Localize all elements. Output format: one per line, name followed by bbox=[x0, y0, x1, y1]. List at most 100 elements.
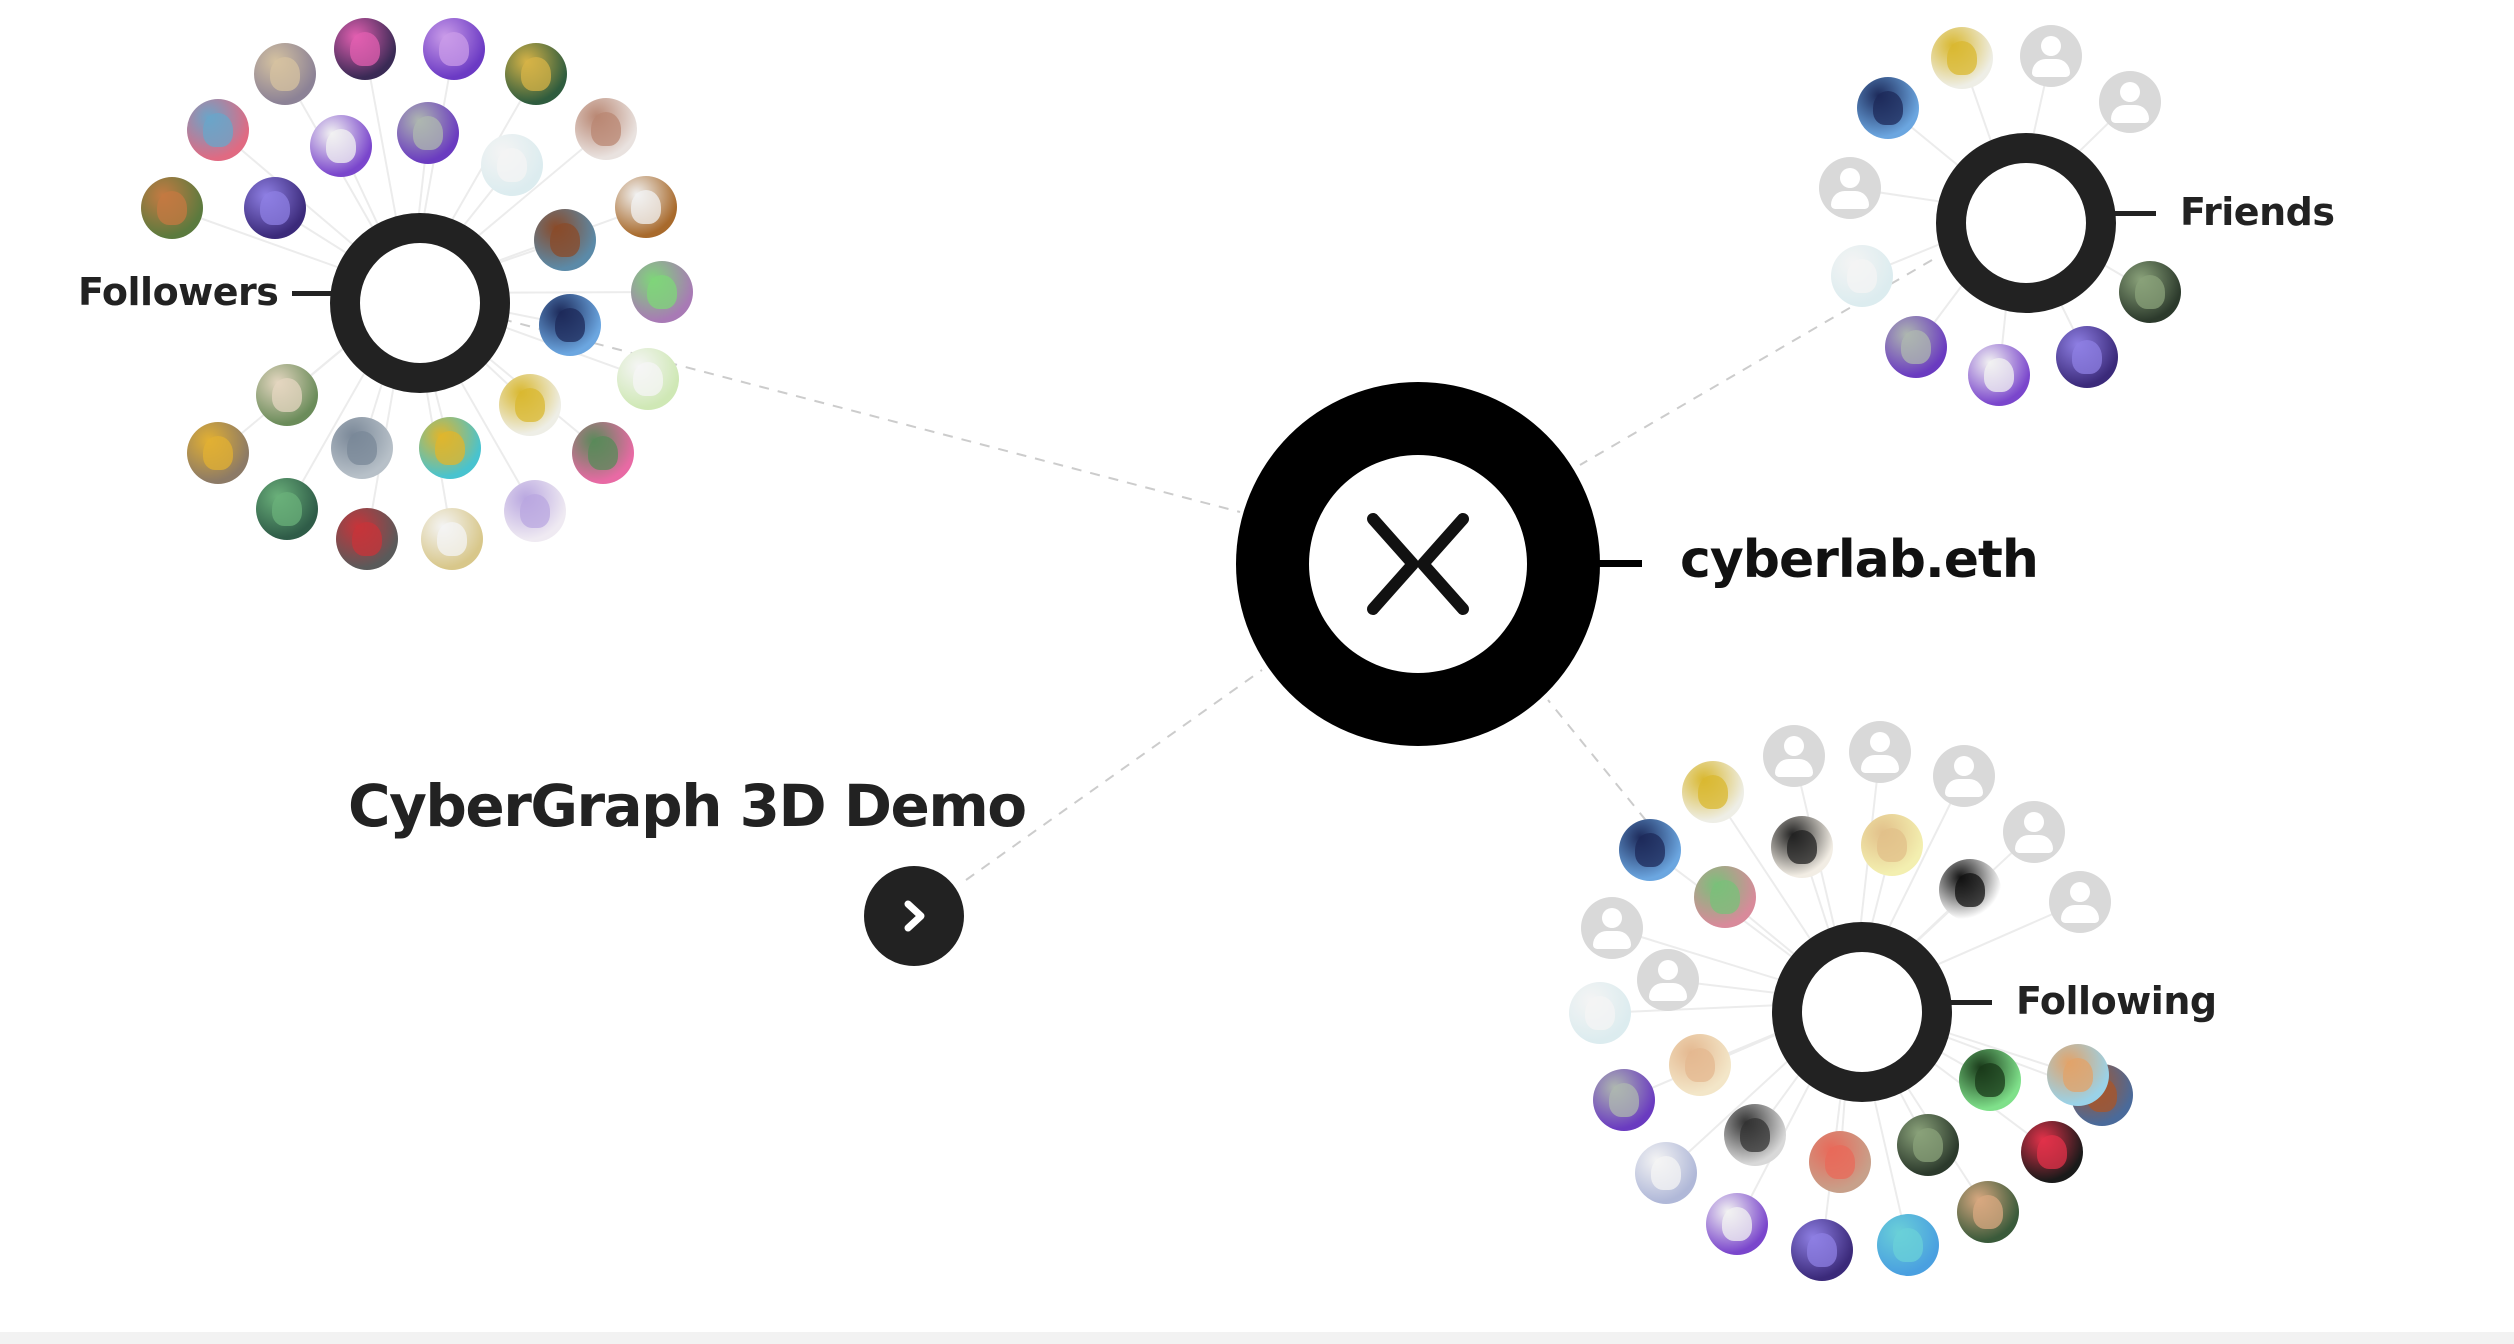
avatar[interactable] bbox=[1694, 866, 1756, 928]
default-avatar-icon[interactable] bbox=[2003, 801, 2065, 863]
followers-hub[interactable] bbox=[330, 213, 510, 393]
avatar-figure bbox=[1893, 1228, 1923, 1262]
avatar[interactable] bbox=[504, 480, 566, 542]
avatar[interactable] bbox=[539, 294, 601, 356]
avatar[interactable] bbox=[1771, 816, 1833, 878]
default-avatar-icon[interactable] bbox=[1849, 721, 1911, 783]
avatar[interactable] bbox=[615, 176, 677, 238]
default-avatar-icon[interactable] bbox=[1763, 725, 1825, 787]
avatar[interactable] bbox=[617, 348, 679, 410]
avatar[interactable] bbox=[505, 43, 567, 105]
chevron-right-icon bbox=[904, 900, 925, 932]
default-avatar-icon[interactable] bbox=[1581, 897, 1643, 959]
avatar[interactable] bbox=[572, 422, 634, 484]
avatar[interactable] bbox=[336, 508, 398, 570]
avatar[interactable] bbox=[499, 374, 561, 436]
avatar-figure bbox=[1984, 358, 2014, 392]
avatar-figure bbox=[1698, 775, 1728, 809]
avatar[interactable] bbox=[2047, 1044, 2109, 1106]
open-demo-button[interactable] bbox=[864, 866, 964, 966]
avatar[interactable] bbox=[534, 209, 596, 271]
avatar[interactable] bbox=[187, 99, 249, 161]
avatar[interactable] bbox=[1706, 1193, 1768, 1255]
avatar-figure bbox=[1947, 41, 1977, 75]
avatar-figure bbox=[1807, 1233, 1837, 1267]
followers-hub-tick bbox=[292, 291, 332, 296]
avatar[interactable] bbox=[1635, 1142, 1697, 1204]
avatar[interactable] bbox=[419, 417, 481, 479]
default-avatar-icon[interactable] bbox=[1819, 157, 1881, 219]
avatar[interactable] bbox=[397, 102, 459, 164]
avatar[interactable] bbox=[1959, 1049, 2021, 1111]
default-avatar-icon[interactable] bbox=[1933, 745, 1995, 807]
avatar-figure bbox=[2063, 1058, 2093, 1092]
avatar[interactable] bbox=[1931, 27, 1993, 89]
avatar[interactable] bbox=[631, 261, 693, 323]
avatar-figure bbox=[588, 436, 618, 470]
avatar-figure bbox=[2072, 340, 2102, 374]
avatar-figure bbox=[352, 522, 382, 556]
avatar[interactable] bbox=[244, 177, 306, 239]
avatar[interactable] bbox=[254, 43, 316, 105]
avatar-figure bbox=[272, 378, 302, 412]
avatar-figure bbox=[2135, 275, 2165, 309]
link-demo-center bbox=[965, 669, 1263, 881]
avatar[interactable] bbox=[1857, 77, 1919, 139]
avatar[interactable] bbox=[1809, 1131, 1871, 1193]
avatar-figure bbox=[631, 190, 661, 224]
avatar-figure bbox=[203, 113, 233, 147]
avatar[interactable] bbox=[256, 478, 318, 540]
avatar[interactable] bbox=[1885, 316, 1947, 378]
avatar[interactable] bbox=[1669, 1034, 1731, 1096]
avatar-figure bbox=[1847, 259, 1877, 293]
avatar[interactable] bbox=[1791, 1219, 1853, 1281]
avatar[interactable] bbox=[1877, 1214, 1939, 1276]
avatar[interactable] bbox=[2119, 261, 2181, 323]
avatar[interactable] bbox=[141, 177, 203, 239]
default-avatar-icon[interactable] bbox=[1637, 949, 1699, 1011]
avatar[interactable] bbox=[1861, 814, 1923, 876]
avatar[interactable] bbox=[1957, 1181, 2019, 1243]
avatar[interactable] bbox=[1897, 1114, 1959, 1176]
avatar-figure bbox=[272, 492, 302, 526]
avatar-figure bbox=[1710, 880, 1740, 914]
default-avatar-icon[interactable] bbox=[2049, 871, 2111, 933]
avatar-figure bbox=[1740, 1118, 1770, 1152]
followers-label: Followers bbox=[78, 270, 279, 314]
avatar-figure bbox=[350, 32, 380, 66]
avatar-figure bbox=[270, 57, 300, 91]
avatar[interactable] bbox=[1968, 344, 2030, 406]
avatar-figure bbox=[1877, 828, 1907, 862]
avatar-figure bbox=[1913, 1128, 1943, 1162]
avatar[interactable] bbox=[2056, 326, 2118, 388]
avatar[interactable] bbox=[1619, 819, 1681, 881]
avatar[interactable] bbox=[1569, 982, 1631, 1044]
friends-hub[interactable] bbox=[1936, 133, 2116, 313]
avatar[interactable] bbox=[1939, 859, 2001, 921]
avatar-figure bbox=[497, 148, 527, 182]
friends-hub-tick bbox=[2114, 211, 2156, 216]
center-profile-node[interactable] bbox=[1236, 382, 1600, 746]
avatar[interactable] bbox=[331, 417, 393, 479]
avatar[interactable] bbox=[423, 18, 485, 80]
avatar[interactable] bbox=[481, 134, 543, 196]
avatar[interactable] bbox=[1682, 761, 1744, 823]
avatar[interactable] bbox=[310, 115, 372, 177]
avatar-figure bbox=[435, 431, 465, 465]
avatar-figure bbox=[2037, 1135, 2067, 1169]
avatar[interactable] bbox=[187, 422, 249, 484]
avatar[interactable] bbox=[2021, 1121, 2083, 1183]
following-hub[interactable] bbox=[1772, 922, 1952, 1102]
avatar[interactable] bbox=[421, 508, 483, 570]
avatar[interactable] bbox=[1831, 245, 1893, 307]
link-following-center bbox=[1547, 699, 1671, 851]
avatar[interactable] bbox=[256, 364, 318, 426]
default-avatar-icon[interactable] bbox=[2020, 25, 2082, 87]
default-avatar-icon[interactable] bbox=[2099, 71, 2161, 133]
avatar[interactable] bbox=[1593, 1069, 1655, 1131]
avatar[interactable] bbox=[1724, 1104, 1786, 1166]
avatar[interactable] bbox=[334, 18, 396, 80]
avatar[interactable] bbox=[575, 98, 637, 160]
avatar-figure bbox=[1685, 1048, 1715, 1082]
